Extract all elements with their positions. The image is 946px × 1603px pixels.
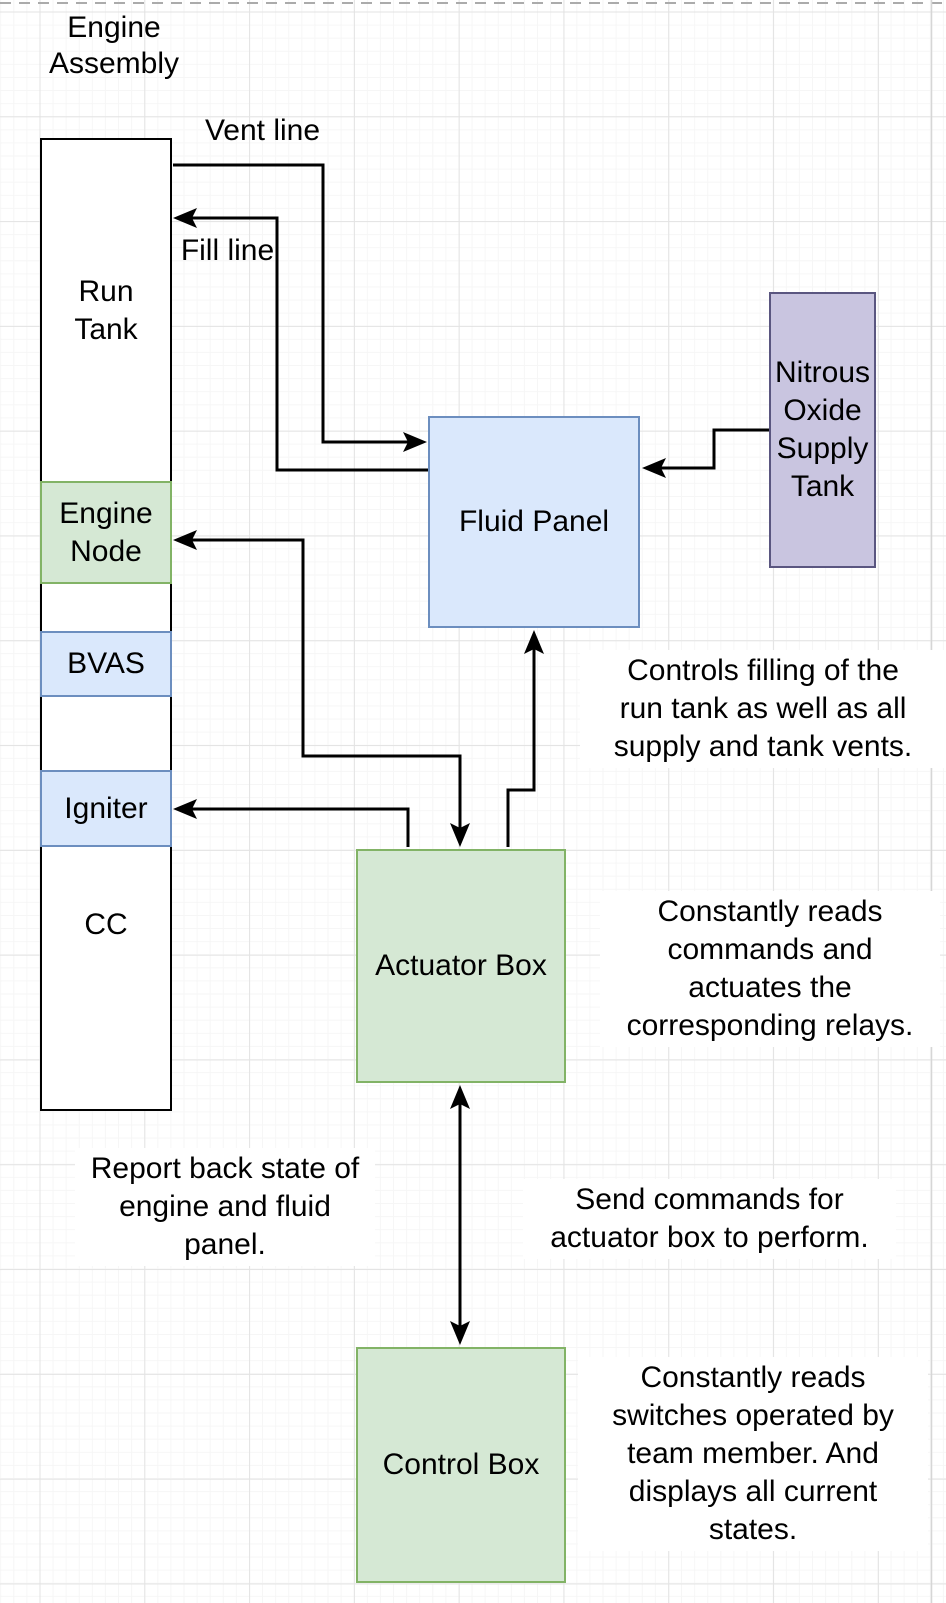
bvas-label: BVAS [67, 647, 145, 680]
nitrous-to-fluid-panel-edge [642, 428, 769, 478]
actuator-box-annotation: Constantly reads commands and actuates t… [600, 891, 940, 1047]
node-run-tank [40, 138, 172, 1111]
node-bvas: BVAS [40, 631, 172, 697]
node-actuator-box: Actuator Box [356, 849, 566, 1083]
engine-node-actuator-edge [173, 530, 470, 847]
actuator-control-edge [450, 1085, 470, 1345]
report-back-annotation: Report back state of engine and fluid pa… [75, 1148, 375, 1266]
node-engine-node: Engine Node [40, 481, 172, 584]
actuator-to-fluid-panel-edge [506, 630, 544, 847]
actuator-to-igniter-edge [173, 799, 410, 847]
node-control-box: Control Box [356, 1347, 566, 1583]
fluid-panel-label: Fluid Panel [458, 505, 610, 538]
node-fluid-panel: Fluid Panel [428, 416, 640, 628]
control-box-label: Control Box [382, 1448, 540, 1481]
vent-line-label: Vent line [204, 114, 321, 147]
igniter-label: Igniter [64, 791, 148, 825]
fill-line-label: Fill line [180, 234, 275, 267]
engine-node-label: Engine Node [59, 496, 153, 568]
node-igniter: Igniter [40, 770, 172, 847]
send-commands-annotation: Send commands for actuator box to perfor… [523, 1179, 896, 1259]
cc-label: CC [84, 908, 128, 941]
nitrous-supply-tank-label: Nitrous Oxide Supply Tank [774, 356, 871, 503]
diagram-title: Engine Assembly [48, 11, 180, 80]
fluid-panel-annotation: Controls filling of the run tank as well… [580, 650, 946, 768]
node-nitrous-supply-tank: Nitrous Oxide Supply Tank [769, 292, 876, 568]
run-tank-label: Run Tank [74, 275, 138, 346]
control-box-annotation: Constantly reads switches operated by te… [578, 1357, 928, 1551]
vent-line-edge [173, 163, 427, 452]
actuator-box-label: Actuator Box [375, 949, 547, 982]
